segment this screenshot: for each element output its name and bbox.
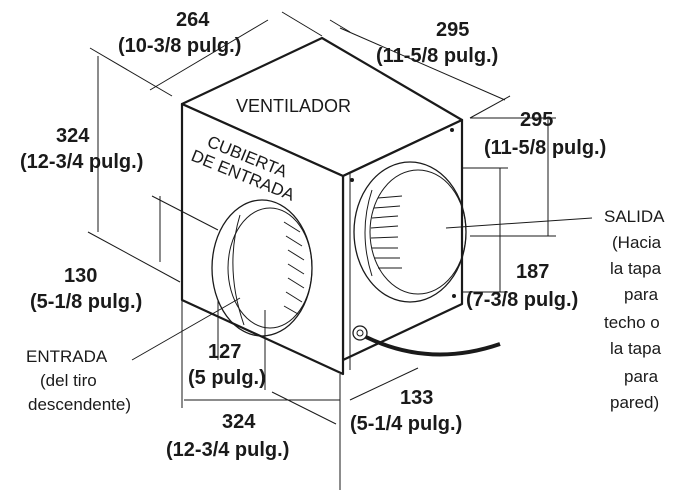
height-in: (12-3/4 pulg.): [20, 151, 143, 173]
outlet-note-line5: techo o: [604, 313, 660, 332]
height-mm: 324: [56, 125, 90, 147]
outlet-note-line2: (Hacia: [612, 233, 662, 252]
outlet-width-in: (5-1/4 pulg.): [350, 413, 462, 435]
outlet-width-mm: 133: [400, 387, 433, 409]
outlet-height-in: (7-3/8 pulg.): [466, 289, 578, 311]
inlet-note-line1: ENTRADA: [26, 347, 108, 366]
depth-mm: 264: [176, 9, 210, 31]
outlet-note-line4: para: [624, 285, 659, 304]
inlet-note-line2: (del tiro: [40, 371, 97, 390]
inlet-width-in: (5 pulg.): [188, 367, 266, 389]
inlet-collar: [211, 199, 313, 337]
width-mm: 295: [436, 19, 469, 41]
inlet-note-line3: descendente): [28, 395, 131, 414]
front-width-in: (12-3/4 pulg.): [166, 439, 289, 461]
inlet-wheel: [283, 221, 305, 315]
side-mm: 295: [520, 109, 553, 131]
inlet-height-in: (5-1/8 pulg.): [30, 291, 142, 313]
power-cord: [352, 325, 501, 357]
outlet-note-line7: para: [624, 367, 659, 386]
blower-wheel: [370, 195, 403, 269]
outlet-height-mm: 187: [516, 261, 549, 283]
inlet-height-mm: 130: [64, 265, 97, 287]
fan-label: VENTILADOR: [236, 96, 351, 116]
outlet-note-line3: la tapa: [610, 259, 662, 278]
outlet-collar: [350, 128, 467, 303]
width-in: (11-5/8 pulg.): [376, 45, 498, 67]
outlet-note: SALIDA (Hacia la tapa para techo o la ta…: [604, 207, 665, 412]
inlet-width-mm: 127: [208, 341, 241, 363]
depth-in: (10-3/8 pulg.): [118, 35, 241, 57]
outlet-note-line6: la tapa: [610, 339, 662, 358]
dimension-lines: [87, 11, 593, 490]
fan-housing: [180, 36, 464, 376]
outlet-note-line8: pared): [610, 393, 659, 412]
outlet-note-line1: SALIDA: [604, 207, 665, 226]
side-in: (11-5/8 pulg.): [484, 137, 606, 159]
front-width-mm: 324: [222, 411, 256, 433]
